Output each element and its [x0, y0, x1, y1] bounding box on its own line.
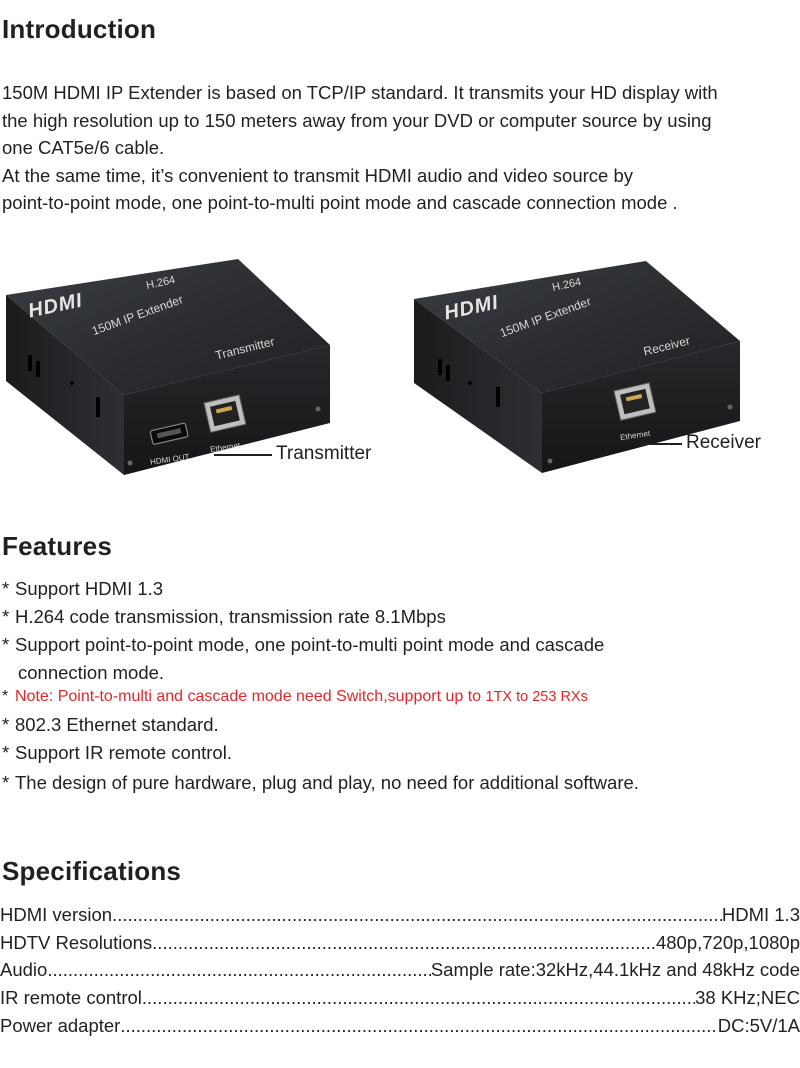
intro-line: one CAT5e/6 cable. — [2, 137, 165, 158]
spec-label: Audio — [0, 959, 48, 980]
spec-row: HDTV Resolutions........................… — [0, 932, 800, 954]
dot-leader: ........................................… — [120, 1015, 717, 1036]
transmitter-callout-line — [214, 454, 272, 456]
spec-value: HDMI 1.3 — [721, 904, 800, 925]
feature-item: *Support point-to-point mode, one point-… — [2, 634, 604, 656]
intro-line: At the same time, it’s convenient to tra… — [2, 164, 634, 186]
feature-item: *Support IR remote control. — [2, 742, 232, 764]
spec-label: IR remote control — [0, 987, 142, 1008]
product-photo: HDMI H.264 150M IP Extender Transmitter … — [0, 255, 800, 485]
feature-item: *Support HDMI 1.3 — [2, 578, 163, 600]
feature-item: *802.3 Ethernet standard. — [2, 714, 219, 736]
note-text: Note: Point-to-multi and cascade mode ne… — [15, 688, 482, 705]
bullet-star: * — [2, 634, 10, 655]
spec-row: HDMI version............................… — [0, 904, 800, 926]
receiver-device — [414, 261, 740, 473]
feature-text: H.264 code transmission, transmission ra… — [15, 606, 446, 627]
intro-line: 150M HDMI IP Extender is based on TCP/IP… — [2, 82, 718, 103]
bullet-star: * — [2, 606, 10, 627]
feature-text: Support IR remote control. — [15, 742, 232, 763]
transmitter-device — [6, 259, 330, 475]
specifications-heading: Specifications — [2, 856, 182, 886]
feature-note: * Note: Point-to-multi and cascade mode n… — [2, 688, 588, 706]
feature-text: Support HDMI 1.3 — [15, 578, 164, 599]
transmitter-callout: Transmitter — [276, 443, 372, 464]
feature-text: 802.3 Ethernet standard. — [15, 714, 219, 735]
dot-leader: ........................................… — [152, 932, 656, 953]
dot-leader: ........................................… — [141, 987, 695, 1008]
bullet-star: * — [2, 714, 10, 735]
intro-line: point-to-point mode, one point-to-multi … — [2, 192, 678, 213]
introduction-text: 150M HDMI IP Extender is based on TCP/IP… — [2, 79, 800, 217]
dot-leader: ........................................… — [112, 904, 722, 925]
introduction-heading: Introduction — [2, 14, 157, 44]
bullet-star: * — [2, 742, 10, 763]
spec-label: Power adapter — [0, 1015, 121, 1036]
spec-label: HDTV Resolutions — [0, 932, 153, 953]
spec-row: Power adapter...........................… — [0, 1015, 800, 1037]
spec-value: Sample rate:32kHz,44.1kHz and 48kHz code — [430, 959, 800, 980]
feature-item: *H.264 code transmission, transmission r… — [2, 606, 446, 628]
bullet-star: * — [2, 772, 10, 793]
feature-text: The design of pure hardware, plug and pl… — [15, 772, 639, 793]
intro-line: the high resolution up to 150 meters awa… — [2, 109, 712, 131]
dot-leader: ........................................… — [47, 959, 431, 980]
spec-value: DC:5V/1A — [717, 1015, 800, 1036]
receiver-callout: Receiver — [686, 432, 761, 453]
spec-row: Audio...................................… — [0, 959, 800, 981]
feature-text: connection mode. — [18, 662, 165, 683]
receiver-callout-line — [640, 443, 682, 445]
spec-value: 38 KHz;NEC — [695, 987, 800, 1008]
features-heading: Features — [2, 531, 112, 561]
feature-item: *The design of pure hardware, plug and p… — [2, 772, 639, 794]
spec-row: IR remote control.......................… — [0, 987, 800, 1009]
bullet-star: * — [2, 688, 9, 705]
note-tail: 1TX to 253 RXs — [485, 689, 588, 705]
bullet-star: * — [2, 578, 10, 599]
feature-item-continuation: connection mode. — [18, 662, 164, 684]
feature-text: Support point-to-point mode, one point-t… — [15, 634, 605, 655]
spec-label: HDMI version — [0, 904, 113, 925]
spec-value: 480p,720p,1080p — [655, 932, 800, 953]
